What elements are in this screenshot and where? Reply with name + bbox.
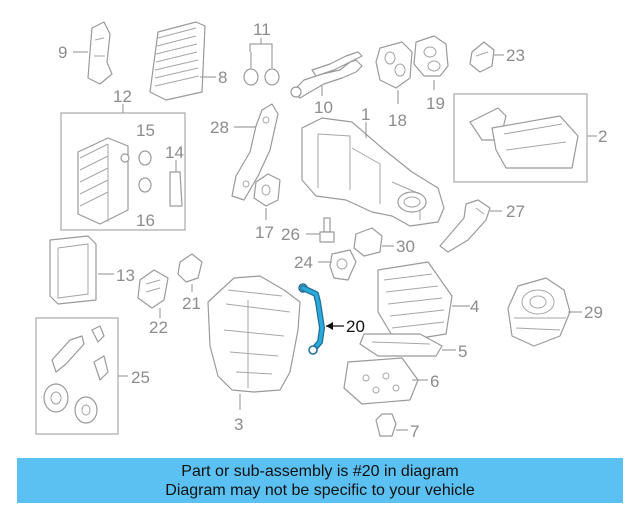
callout-7: 7: [410, 422, 419, 441]
callout-8: 8: [218, 68, 227, 87]
info-banner: Part or sub-assembly is #20 in diagram D…: [17, 458, 623, 503]
callout-15: 15: [136, 121, 155, 140]
banner-line-2: Diagram may not be specific to your vehi…: [165, 481, 475, 499]
part-17: 17: [253, 173, 281, 242]
callout-4: 4: [470, 297, 479, 316]
callout-6: 6: [430, 372, 439, 391]
callout-30: 30: [396, 237, 415, 256]
part-7: 7: [375, 413, 419, 441]
part-8: 8: [149, 21, 227, 101]
callout-2: 2: [598, 127, 607, 146]
part-19: 19: [413, 35, 449, 113]
part-25: 25: [35, 317, 150, 435]
banner-line-1: Part or sub-assembly is #20 in diagram: [181, 462, 459, 480]
part-24: 24: [294, 249, 357, 281]
part-27: 27: [439, 199, 525, 253]
callout-28: 28: [210, 118, 229, 137]
part-4: 4: [377, 261, 479, 343]
part-30: 30: [353, 227, 415, 257]
callout-22: 22: [149, 318, 168, 337]
callout-26: 26: [281, 225, 300, 244]
part-12: 12 15 16 14: [60, 87, 186, 231]
parts-diagram: 9 8 11 10 18 19: [35, 20, 607, 441]
callout-16: 16: [136, 211, 155, 230]
part-28: 28: [210, 103, 279, 201]
callout-12: 12: [113, 87, 132, 106]
callout-25: 25: [131, 368, 150, 387]
callout-9: 9: [58, 43, 67, 62]
part-21: 21: [177, 253, 203, 313]
part-5: 5: [359, 333, 467, 361]
callout-20: 20: [346, 317, 365, 336]
callout-17: 17: [255, 223, 274, 242]
callout-18: 18: [388, 111, 407, 130]
callout-1: 1: [361, 105, 370, 124]
callout-19: 19: [426, 94, 445, 113]
part-26: 26: [281, 217, 335, 244]
part-29: 29: [507, 277, 603, 347]
callout-5: 5: [458, 342, 467, 361]
callout-23: 23: [506, 46, 525, 65]
callout-27: 27: [506, 202, 525, 221]
callout-11: 11: [253, 20, 271, 39]
part-3: 3: [207, 275, 301, 434]
part-6: 6: [343, 357, 439, 405]
part-9: 9: [58, 21, 113, 85]
part-13: 13: [49, 235, 135, 305]
callout-29: 29: [584, 303, 603, 322]
part-22: 22: [137, 269, 169, 337]
part-1: 1: [301, 105, 445, 227]
part-2: 2: [453, 93, 607, 183]
part-23: 23: [469, 41, 525, 73]
callout-21: 21: [182, 294, 201, 313]
callout-14: 14: [165, 143, 184, 162]
callout-3: 3: [234, 415, 243, 434]
callout-13: 13: [116, 266, 135, 285]
part-18: 18: [375, 41, 413, 130]
part-11: 11: [243, 20, 280, 86]
callout-10: 10: [314, 98, 333, 117]
callout-24: 24: [294, 253, 313, 272]
part-20-highlight: 20: [298, 283, 365, 355]
part-10: 10: [290, 51, 363, 117]
